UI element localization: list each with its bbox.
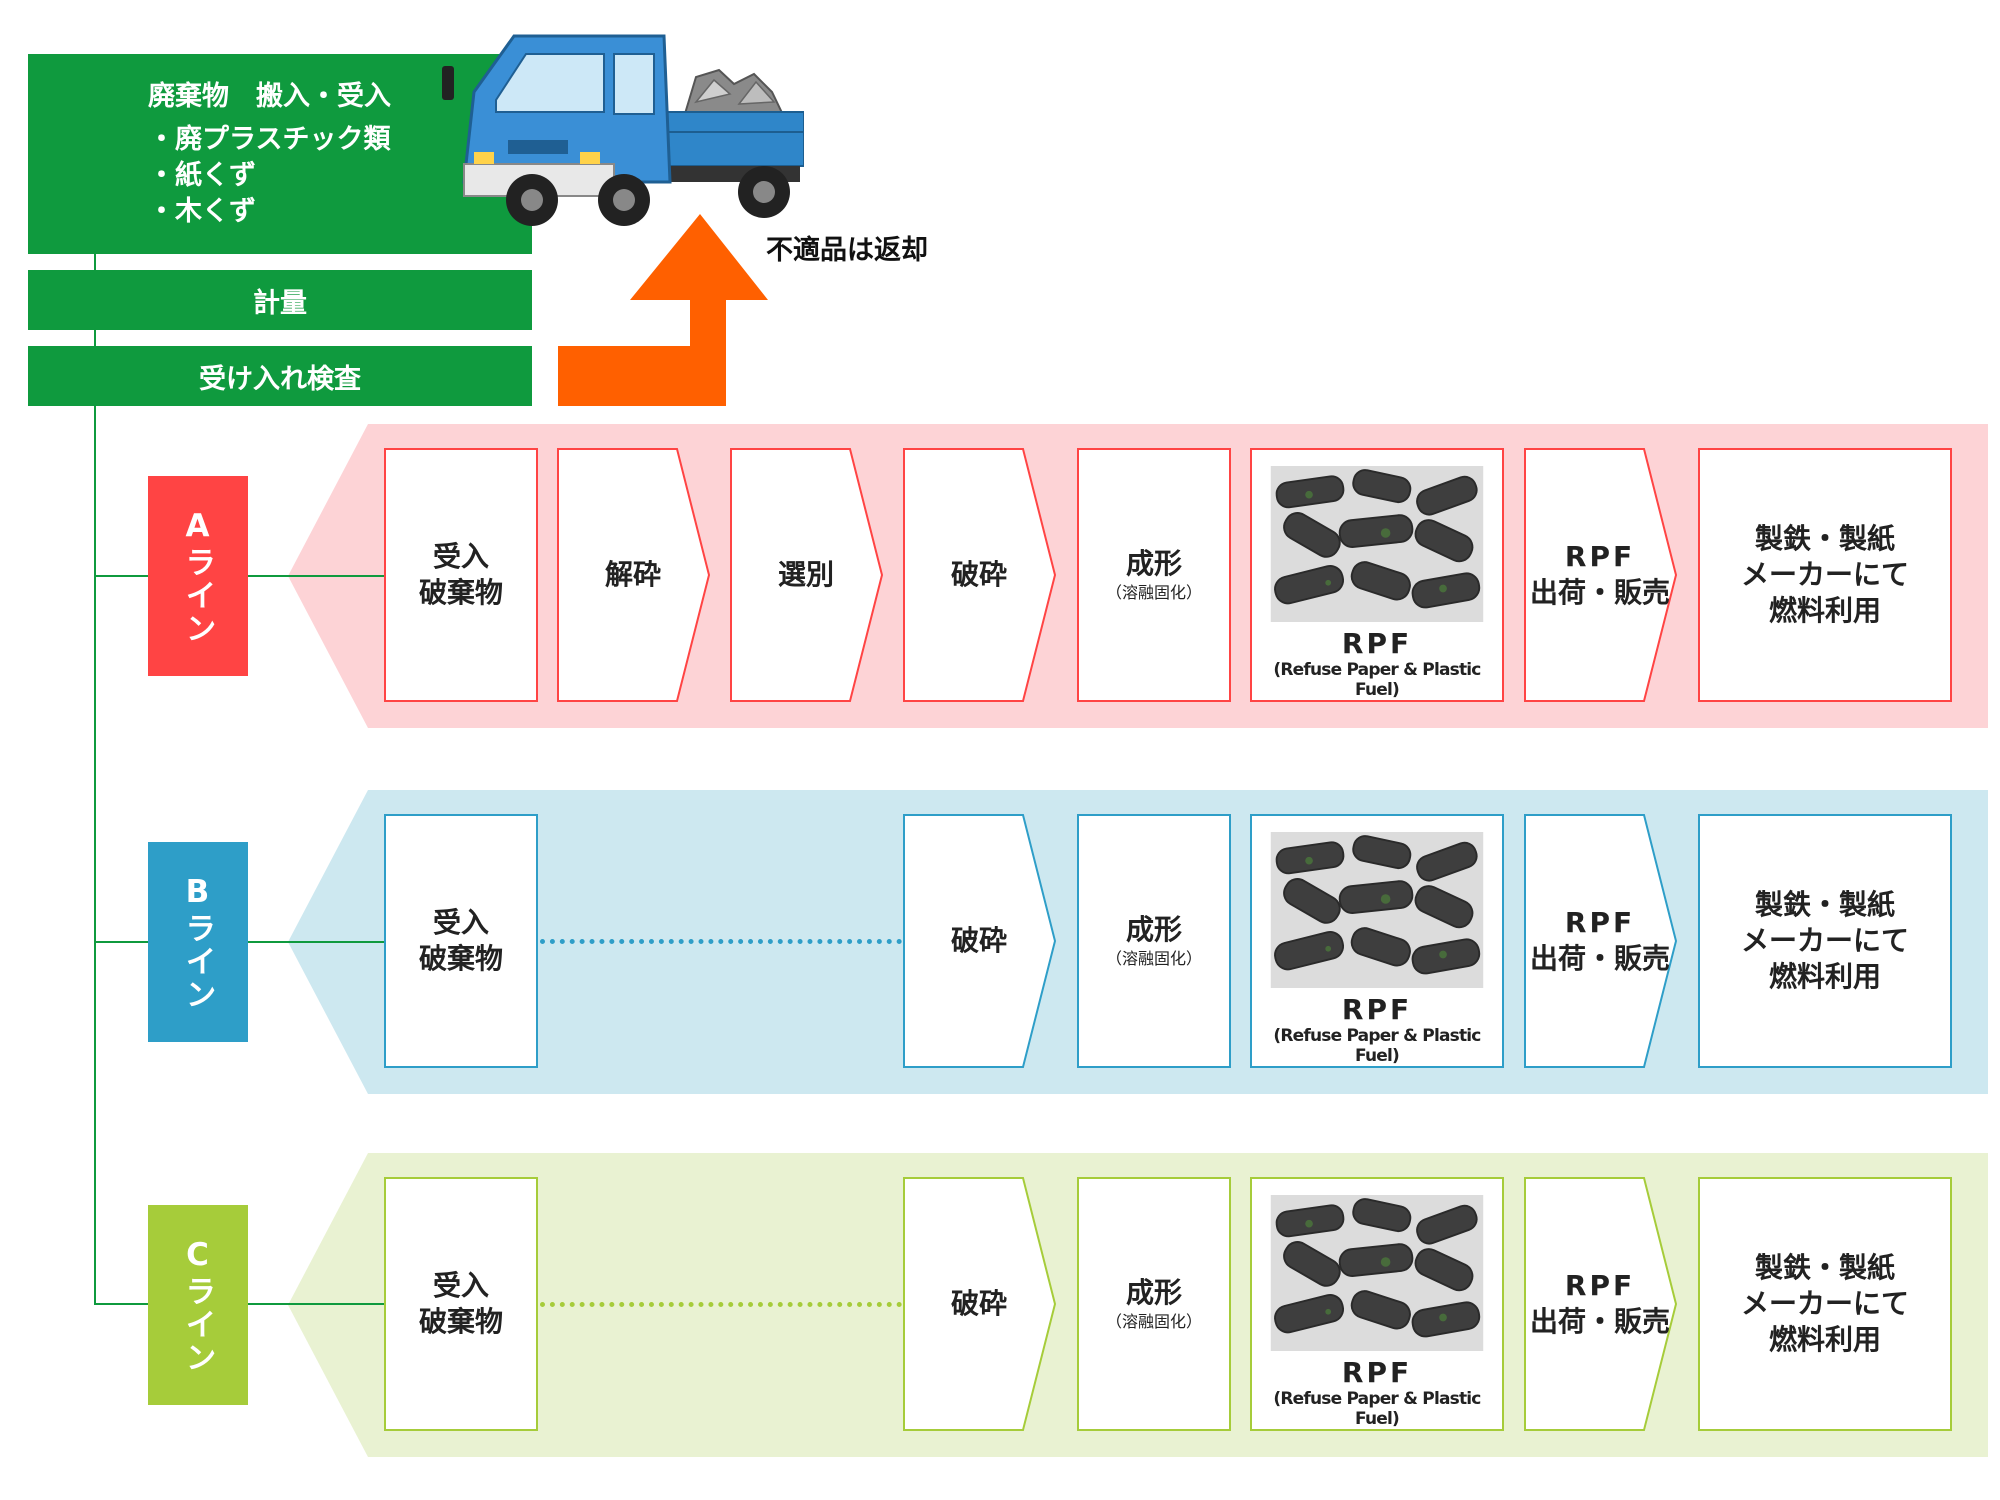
rpf-product-c: RPF (Refuse Paper & Plastic Fuel) (1250, 1177, 1504, 1431)
form-label: 成形 (1125, 547, 1182, 580)
waste-type-item: ・木くず (148, 196, 256, 227)
ship-step-a: RPF 出荷・販売 (1524, 448, 1678, 702)
receive-step-a: 受入 破棄物 (384, 448, 538, 702)
receive-step-b: 受入 破棄物 (384, 814, 538, 1068)
rpf-pellets-image (1270, 466, 1484, 622)
use-label-3: 燃料利用 (1768, 1323, 1881, 1356)
form-step-a: 成形 （溶融固化） (1077, 448, 1231, 702)
return-arrow-icon (558, 214, 768, 406)
crush1-step-a: 解砕 (557, 448, 711, 702)
receive-label-2: 破棄物 (418, 942, 503, 975)
skip-dotted-line-c (540, 1302, 902, 1307)
dump-truck-illustration (442, 34, 804, 226)
waste-type-item: ・廃プラスチック類 (148, 124, 391, 155)
use-step-b: 製鉄・製紙 メーカーにて 燃料利用 (1698, 814, 1952, 1068)
ship-label-1: RPF (1564, 906, 1636, 939)
rpf-pellets-image (1270, 832, 1484, 988)
sort-step-a: 選別 (730, 448, 884, 702)
inspection-box: 受け入れ検査 (28, 346, 532, 406)
crush2-label: 破砕 (950, 558, 1007, 591)
crush2-step-b: 破砕 (903, 814, 1057, 1068)
skip-dotted-line-b (540, 939, 902, 944)
waste-type-item: ・紙くず (148, 160, 256, 191)
use-label-1: 製鉄・製紙 (1754, 1251, 1895, 1284)
rpf-caption-sub: (Refuse Paper & Plastic Fuel) (1273, 1389, 1481, 1429)
ship-label-2: 出荷・販売 (1529, 1305, 1670, 1338)
receive-step-c: 受入 破棄物 (384, 1177, 538, 1431)
receive-label-1: 受入 (432, 540, 489, 573)
rpf-product-b: RPF (Refuse Paper & Plastic Fuel) (1250, 814, 1504, 1068)
inspection-label: 受け入れ検査 (199, 363, 361, 395)
connector-line (94, 330, 96, 346)
ship-step-b: RPF 出荷・販売 (1524, 814, 1678, 1068)
form-step-c: 成形 （溶融固化） (1077, 1177, 1231, 1431)
ship-label-2: 出荷・販売 (1529, 576, 1670, 609)
rpf-caption-sub: (Refuse Paper & Plastic Fuel) (1273, 660, 1481, 700)
reject-label: 不適品は返却 (766, 235, 928, 266)
use-step-c: 製鉄・製紙 メーカーにて 燃料利用 (1698, 1177, 1952, 1431)
rpf-pellets-image (1270, 1195, 1484, 1351)
main-trunk-line (94, 406, 96, 1304)
connector-line (94, 254, 96, 270)
line-c-badge: Cライン (148, 1205, 248, 1405)
use-label-3: 燃料利用 (1768, 960, 1881, 993)
weighing-box: 計量 (28, 270, 532, 330)
ship-label-2: 出荷・販売 (1529, 942, 1670, 975)
form-sub-label: （溶融固化） (1105, 583, 1202, 602)
waste-type-list: ・廃プラスチック類 ・紙くず ・木くず (148, 122, 390, 230)
use-step-a: 製鉄・製紙 メーカーにて 燃料利用 (1698, 448, 1952, 702)
ship-step-c: RPF 出荷・販売 (1524, 1177, 1678, 1431)
weighing-label: 計量 (253, 287, 307, 319)
crush1-label: 解砕 (604, 558, 661, 591)
form-sub-label: （溶融固化） (1105, 949, 1202, 968)
receive-label-1: 受入 (432, 1269, 489, 1302)
crush2-step-c: 破砕 (903, 1177, 1057, 1431)
form-sub-label: （溶融固化） (1105, 1312, 1202, 1331)
form-label: 成形 (1125, 913, 1182, 946)
waste-load-icon (682, 68, 786, 118)
rpf-caption: RPF (1341, 993, 1413, 1026)
ship-label-1: RPF (1564, 540, 1636, 573)
receive-label-2: 破棄物 (418, 576, 503, 609)
rpf-caption-sub: (Refuse Paper & Plastic Fuel) (1273, 1026, 1481, 1066)
crush2-label: 破砕 (950, 1287, 1007, 1320)
receive-label-1: 受入 (432, 906, 489, 939)
rpf-caption: RPF (1341, 627, 1413, 660)
line-b-badge: Bライン (148, 842, 248, 1042)
use-label-2: メーカーにて (1740, 558, 1909, 591)
rpf-product-a: RPF (Refuse Paper & Plastic Fuel) (1250, 448, 1504, 702)
rpf-caption: RPF (1341, 1356, 1413, 1389)
receive-label-2: 破棄物 (418, 1305, 503, 1338)
use-label-2: メーカーにて (1740, 1287, 1909, 1320)
use-label-2: メーカーにて (1740, 924, 1909, 957)
crush2-label: 破砕 (950, 924, 1007, 957)
use-label-3: 燃料利用 (1768, 594, 1881, 627)
ship-label-1: RPF (1564, 1269, 1636, 1302)
line-a-badge: Aライン (148, 476, 248, 676)
waste-intake-title: 廃棄物 搬入・受入 (148, 81, 391, 112)
use-label-1: 製鉄・製紙 (1754, 888, 1895, 921)
form-step-b: 成形 （溶融固化） (1077, 814, 1231, 1068)
sort-label: 選別 (777, 558, 834, 591)
use-label-1: 製鉄・製紙 (1754, 522, 1895, 555)
crush2-step-a: 破砕 (903, 448, 1057, 702)
form-label: 成形 (1125, 1276, 1182, 1309)
